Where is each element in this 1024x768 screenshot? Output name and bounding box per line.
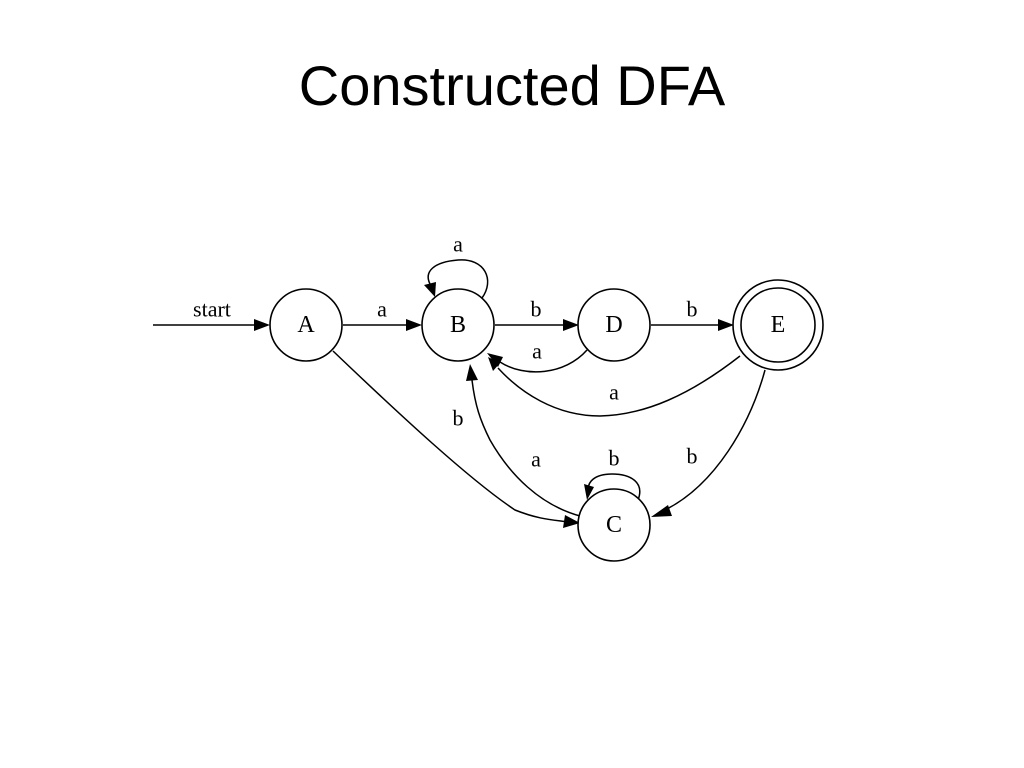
transition-A-C [332,350,580,528]
transition-label-A-C: b [453,406,464,431]
transition-label-C-C: b [609,446,620,471]
state-B: B [421,288,495,362]
slide-title: Constructed DFA [298,54,726,117]
state-A: A [269,288,343,362]
transition-label-B-B: a [453,232,463,257]
transition-B-D [495,319,579,331]
transition-C-C [584,473,641,501]
transition-E-C [651,369,766,517]
transition-label-E-B: a [609,380,619,405]
transition-label-D-B: a [532,339,542,364]
start-arrow [153,319,270,331]
state-label-E: E [771,312,786,338]
state-label-D: D [605,312,622,338]
state-D: D [577,288,651,362]
transition-label-B-D: b [531,297,542,322]
transition-B-B [424,259,489,299]
transition-D-E [651,319,734,331]
start-label: start [193,297,231,322]
state-C: C [577,488,651,562]
transition-C-B [466,364,581,517]
state-E-accepting: E [732,279,824,371]
transition-E-B [488,355,741,417]
transition-label-C-B: a [531,447,541,472]
state-label-C: C [606,512,622,538]
transition-A-B [343,319,422,331]
transition-label-E-C: b [687,444,698,469]
state-label-A: A [297,312,315,338]
transition-label-A-B: a [377,297,387,322]
state-label-B: B [450,312,466,338]
transition-label-D-E: b [687,297,698,322]
